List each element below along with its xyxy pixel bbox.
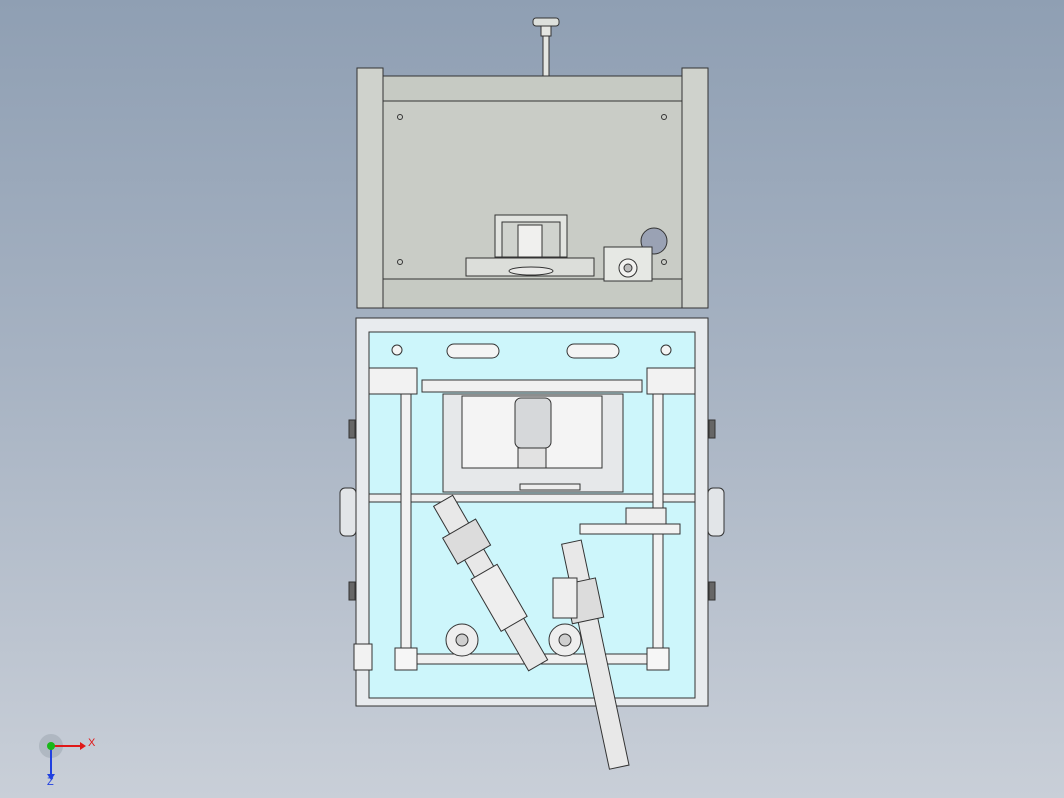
- axis-y-dot-icon: [47, 742, 55, 750]
- axis-z-label: Z: [47, 776, 54, 786]
- axis-x-label: X: [88, 737, 96, 749]
- axis-x-arrow-icon: [80, 742, 86, 750]
- axis-z-arrow-icon: [47, 774, 55, 780]
- axis-triad: X Z: [39, 734, 96, 786]
- upper-housing: [356, 17, 709, 309]
- lower-chamber: [339, 317, 725, 770]
